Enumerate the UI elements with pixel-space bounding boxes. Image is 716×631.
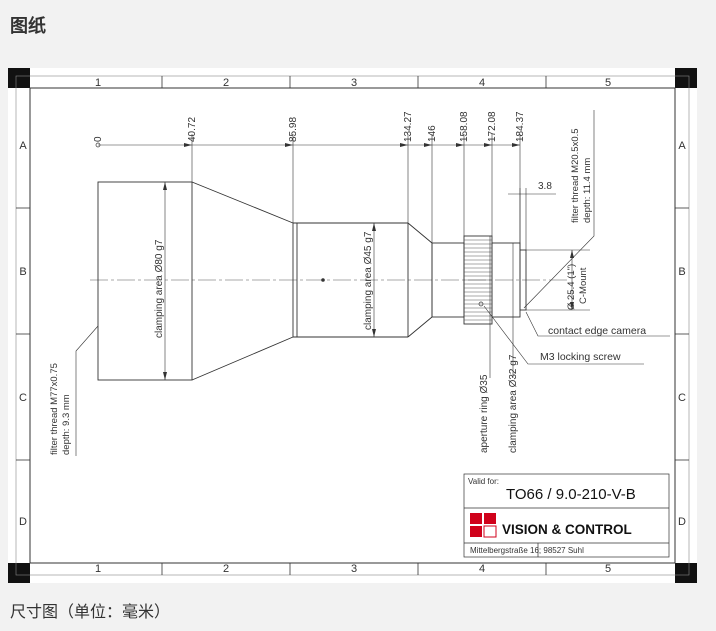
col-label-bottom: 3: [351, 563, 357, 575]
screw-mark: [478, 301, 484, 307]
dimension-label: 134.27: [403, 111, 414, 142]
clamping-area-32-label: clamping area Ø32 g7: [508, 354, 519, 453]
section-title: 图纸: [10, 16, 46, 36]
cmount-diameter-label: Ø 25.4 (1"): [566, 264, 577, 310]
origin-mark: [95, 142, 101, 148]
dimension-label: 146: [427, 125, 438, 142]
col-label-top: 5: [605, 77, 611, 89]
dimension-label: 172.08: [487, 111, 498, 142]
row-label-left: D: [19, 516, 27, 528]
dim-3-8-lines: [508, 188, 556, 250]
row-label-right: A: [678, 140, 686, 152]
filter-thread-right-line2: depth: 11.4 mm: [582, 158, 593, 223]
col-label-bottom: 4: [479, 563, 485, 575]
row-ticks: [16, 207, 689, 461]
col-label-bottom: 1: [95, 563, 101, 575]
filter-thread-left-line1: filter thread M77x0.75: [49, 363, 60, 455]
knurling: [464, 239, 492, 321]
row-label-right: B: [678, 266, 685, 278]
col-label-top: 1: [95, 77, 101, 89]
corner-block-top-left: [8, 68, 30, 88]
valid-for-label: Valid for:: [468, 477, 499, 486]
locking-screw-leader: [483, 305, 644, 365]
title-block: [463, 473, 670, 558]
filter-thread-left-leader: [75, 325, 99, 456]
dimension-label: 40.72: [187, 117, 198, 142]
col-label-top: 4: [479, 77, 485, 89]
corner-block-bottom-left: [8, 563, 30, 583]
dimension-drawing: 1 2 3 4 5 1 2 3 4 5 A B C D A B C D: [8, 68, 697, 583]
row-label-right: C: [678, 392, 686, 404]
dimension-label: 184.37: [515, 111, 526, 142]
filter-thread-left-line2: depth: 9.3 mm: [61, 394, 72, 455]
filter-thread-right-line1: filter thread M20.5x0.5: [570, 128, 581, 223]
inner-border: [29, 87, 676, 564]
dimension-extension-lines: [191, 134, 521, 250]
outer-border: [15, 75, 690, 576]
dim-3-8-label: 3.8: [538, 181, 552, 192]
dimension-label: 158.08: [459, 111, 470, 142]
center-dot: [321, 278, 325, 282]
row-label-left: B: [19, 266, 26, 278]
dimension-label: 85.98: [288, 117, 299, 142]
col-label-top: 3: [351, 77, 357, 89]
diameter-arrows: [163, 182, 376, 380]
corner-block-bottom-right: [675, 563, 697, 583]
clamping-area-80-label: clamping area Ø80 g7: [154, 239, 165, 338]
contact-edge-label: contact edge camera: [548, 325, 646, 337]
col-label-top: 2: [223, 77, 229, 89]
diameter-lines: [164, 182, 514, 380]
col-label-bottom: 5: [605, 563, 611, 575]
corner-block-top-right: [675, 68, 697, 88]
cmount-lines: [526, 249, 590, 311]
row-label-right: D: [678, 516, 686, 528]
model-number: TO66 / 9.0-210-V-B: [506, 486, 636, 503]
cmount-label: C-Mount: [578, 267, 589, 304]
row-label-left: C: [19, 392, 27, 404]
contact-edge-leader: [525, 311, 670, 337]
col-label-bottom: 2: [223, 563, 229, 575]
column-ticks: [161, 76, 547, 575]
dimension-arrows: [184, 143, 520, 147]
dimension-label: 0: [93, 136, 104, 142]
company-name: VISION & CONTROL: [502, 522, 632, 537]
clamping-area-45-label: clamping area Ø45 g7: [363, 231, 374, 330]
company-address: Mittelbergstraße 16; 98527 Suhl: [470, 546, 584, 555]
drawing-caption: 尺寸图（单位：毫米）: [10, 604, 171, 621]
filter-thread-right-leader: [523, 110, 595, 309]
company-logo-icon: [470, 513, 497, 538]
aperture-ring-label: aperture ring Ø35: [479, 374, 490, 453]
locking-screw-label: M3 locking screw: [540, 351, 621, 363]
cmount-arrows: [570, 250, 574, 310]
row-label-left: A: [19, 140, 27, 152]
drawing-svg: 1 2 3 4 5 1 2 3 4 5 A B C D A B C D: [8, 68, 697, 583]
